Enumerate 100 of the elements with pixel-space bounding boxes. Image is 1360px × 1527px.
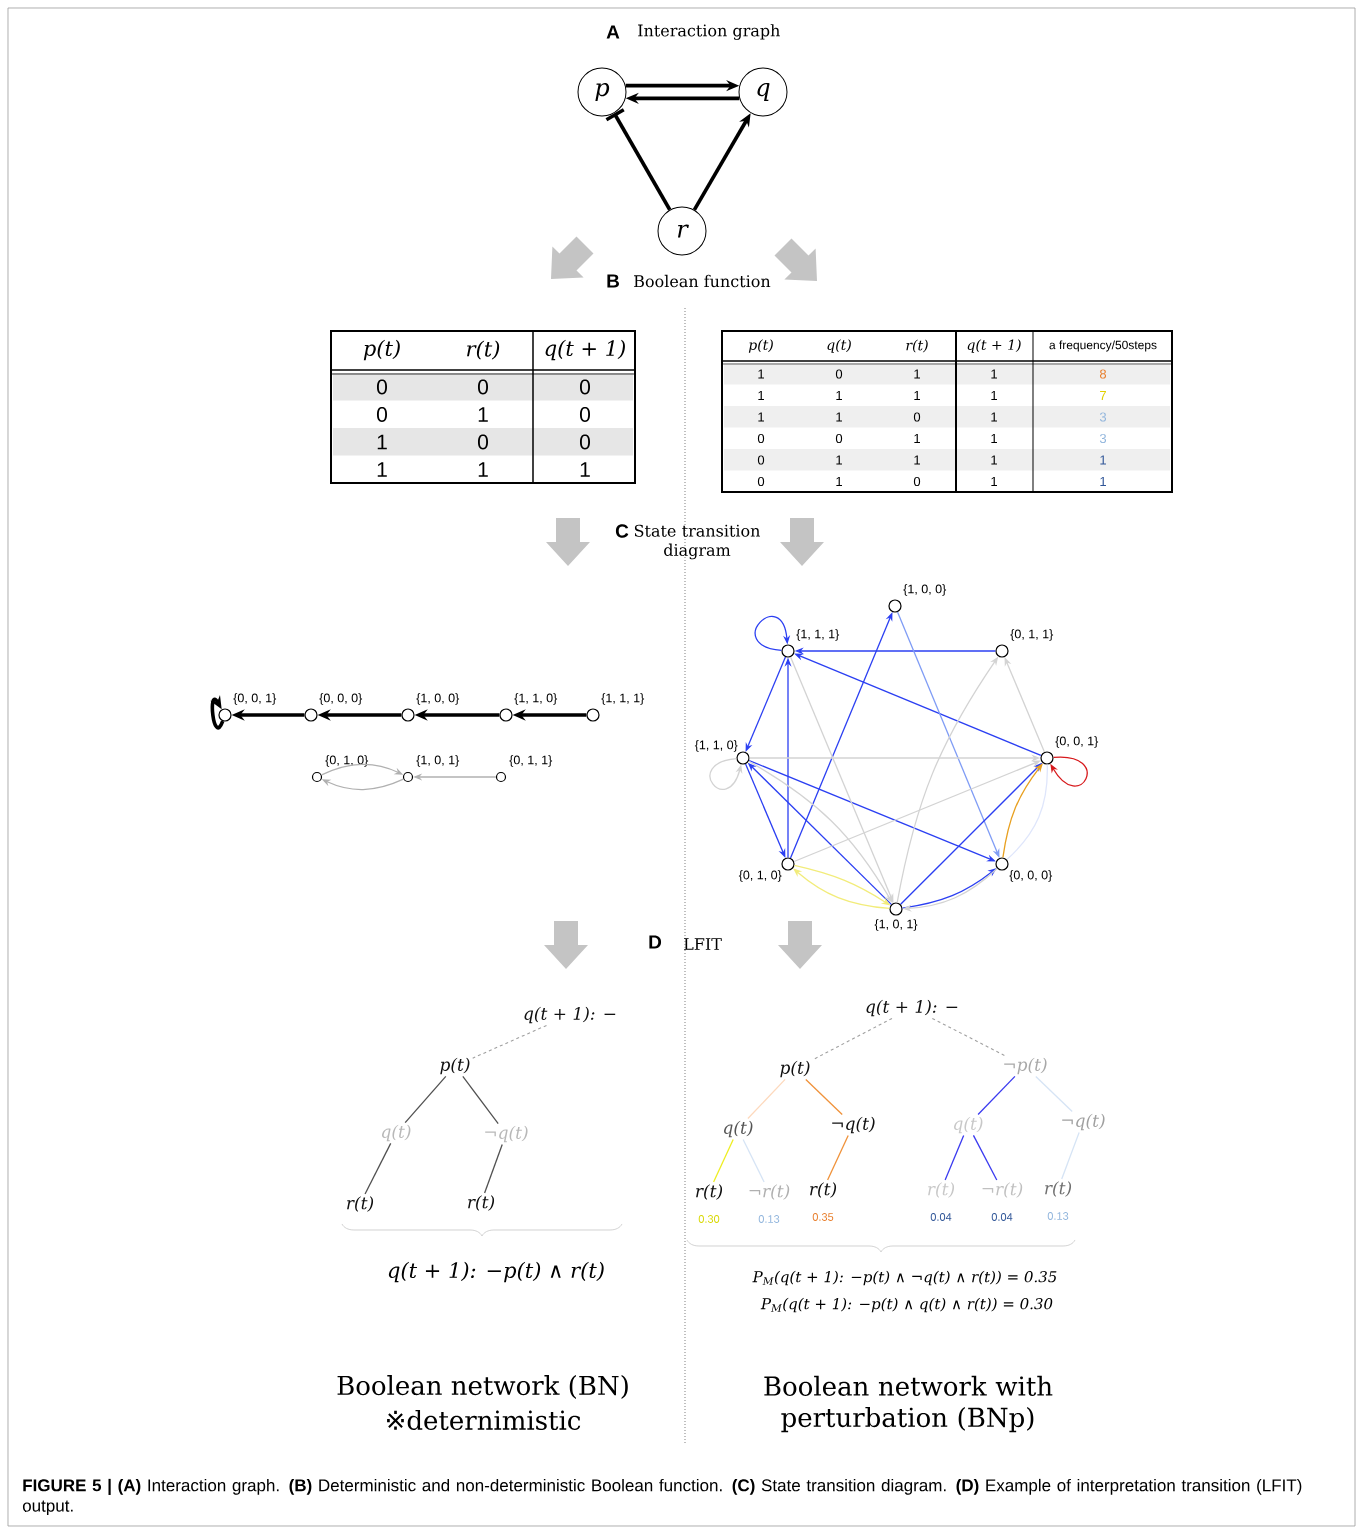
cell-value: 0	[478, 379, 488, 395]
cell-value: 0	[580, 434, 590, 450]
probability-value: 0.35	[812, 1213, 834, 1221]
state-label: {1, 0, 1}	[416, 755, 460, 767]
state-label: {1, 1, 0}	[694, 740, 738, 752]
term-label: p(t)	[780, 1060, 810, 1078]
term-label: ¬q(t)	[832, 1116, 875, 1134]
connector-line	[472, 1024, 548, 1059]
arrow	[754, 615, 791, 652]
term-label: ¬r(t)	[982, 1182, 1023, 1198]
probability-value: 0.04	[930, 1213, 952, 1221]
panel-title: Boolean network (BN)	[337, 1375, 628, 1399]
term-label: q(t)	[724, 1120, 753, 1138]
cell-value: 1	[478, 407, 488, 422]
cell-value: 1	[991, 412, 997, 422]
cell-value: 1	[1100, 455, 1106, 465]
state-label: {0, 1, 1}	[1010, 629, 1054, 641]
cell-value: 0	[580, 379, 590, 395]
cell-value: 1	[580, 462, 590, 477]
cell-value: 1	[377, 462, 387, 477]
state-label: {0, 1, 0}	[738, 870, 782, 882]
cell-value: 1	[758, 369, 764, 379]
term-label: r(t)	[696, 1184, 723, 1200]
arrow	[210, 695, 225, 730]
cell-value: 0	[835, 433, 843, 444]
cell-value: 1	[914, 369, 920, 379]
cell-value: 0	[757, 455, 765, 465]
term-label: r(t)	[347, 1196, 374, 1212]
column-header: p(t)	[748, 339, 773, 353]
connector-line	[972, 1134, 998, 1181]
state-label: {0, 0, 0}	[1009, 870, 1053, 882]
figure-caption: FIGURE 5 | (A) Interaction graph. (B) Deterministic and non-deterministic Boolean function. (C) State transition diagram. (D) Example of interpretation transition (LFIT) output.	[22, 1478, 1302, 1516]
cell-value: 0	[478, 434, 488, 450]
section-letter: D	[649, 935, 662, 949]
connector-line	[812, 1017, 893, 1061]
section-title: Boolean function	[634, 274, 771, 288]
connector-line	[805, 1078, 843, 1116]
connector-line	[742, 1138, 765, 1183]
connector-line	[364, 1142, 392, 1195]
column-header: q(t + 1)	[545, 339, 625, 361]
cell-value: 0	[757, 433, 765, 444]
column-header: r(t)	[906, 339, 928, 353]
section-letter: A	[606, 25, 620, 39]
probability-value: 0.04	[991, 1213, 1013, 1221]
cell-value: 1	[991, 369, 997, 379]
connector-line	[712, 1138, 734, 1183]
section-title: Interaction graph	[638, 24, 780, 40]
cell-value: 3	[1099, 412, 1107, 422]
term-label: q(t + 1): −	[524, 1006, 616, 1024]
state-label: {1, 1, 1}	[601, 693, 645, 705]
connector-line	[404, 1075, 447, 1124]
connector-line	[826, 1134, 849, 1181]
connector-line	[462, 1075, 499, 1125]
cell-value: 0	[377, 407, 387, 422]
probability-value: 0.13	[1047, 1212, 1069, 1220]
cell-value: 1	[377, 434, 387, 450]
column-header: q(t + 1)	[967, 339, 1021, 353]
term-label: ¬q(t)	[1062, 1113, 1105, 1131]
cell-value: 8	[1099, 369, 1107, 379]
cell-value: 1	[991, 434, 997, 443]
term-label: ¬r(t)	[749, 1184, 790, 1200]
probability-value: 0.30	[698, 1215, 720, 1223]
probability-value: 0.13	[758, 1215, 780, 1223]
state-label: {0, 0, 0}	[319, 693, 363, 705]
column-header: r(t)	[467, 340, 500, 360]
term-label: r(t)	[468, 1195, 495, 1211]
section-letter: C	[615, 524, 629, 538]
cell-value: 1	[758, 412, 764, 422]
state-label: {0, 0, 1}	[1055, 736, 1099, 748]
term-label: r(t)	[810, 1182, 837, 1198]
state-label: {1, 0, 0}	[903, 584, 947, 596]
cell-value: 1	[914, 455, 920, 465]
cell-value: 0	[757, 476, 765, 487]
cell-value: 1	[758, 391, 764, 400]
arrow	[1050, 756, 1088, 787]
term-label: p(t)	[440, 1057, 470, 1075]
inhibition-arrow	[605, 108, 672, 211]
term-label: ¬p(t)	[1004, 1057, 1047, 1075]
column-header: p(t)	[363, 339, 400, 361]
cell-value: 0	[835, 369, 843, 379]
state-label: {1, 1, 1}	[796, 629, 840, 641]
cell-value: 0	[580, 407, 590, 422]
cell-value: 1	[914, 434, 920, 443]
connector-line	[944, 1134, 965, 1181]
state-label: {0, 1, 0}	[325, 755, 369, 767]
arrow	[709, 757, 743, 790]
column-header: a frequency/50steps	[1049, 340, 1157, 352]
cell-value: 1	[836, 391, 842, 400]
cell-value: 1	[991, 391, 997, 400]
panel-title: ※deternimistic	[387, 1409, 581, 1431]
cell-value: 1	[478, 462, 488, 477]
cell-value: 1	[991, 477, 997, 486]
cell-value: 1	[1100, 477, 1106, 486]
cell-value: 0	[913, 476, 921, 487]
state-label: {1, 1, 0}	[514, 693, 558, 705]
section-title: State transition diagram	[634, 524, 760, 560]
term-label: q(t + 1): −	[866, 999, 958, 1017]
formula: q(t + 1): −p(t) ∧ r(t)	[388, 1261, 604, 1283]
connector-line	[483, 1143, 503, 1194]
column-header: q(t)	[827, 339, 851, 353]
